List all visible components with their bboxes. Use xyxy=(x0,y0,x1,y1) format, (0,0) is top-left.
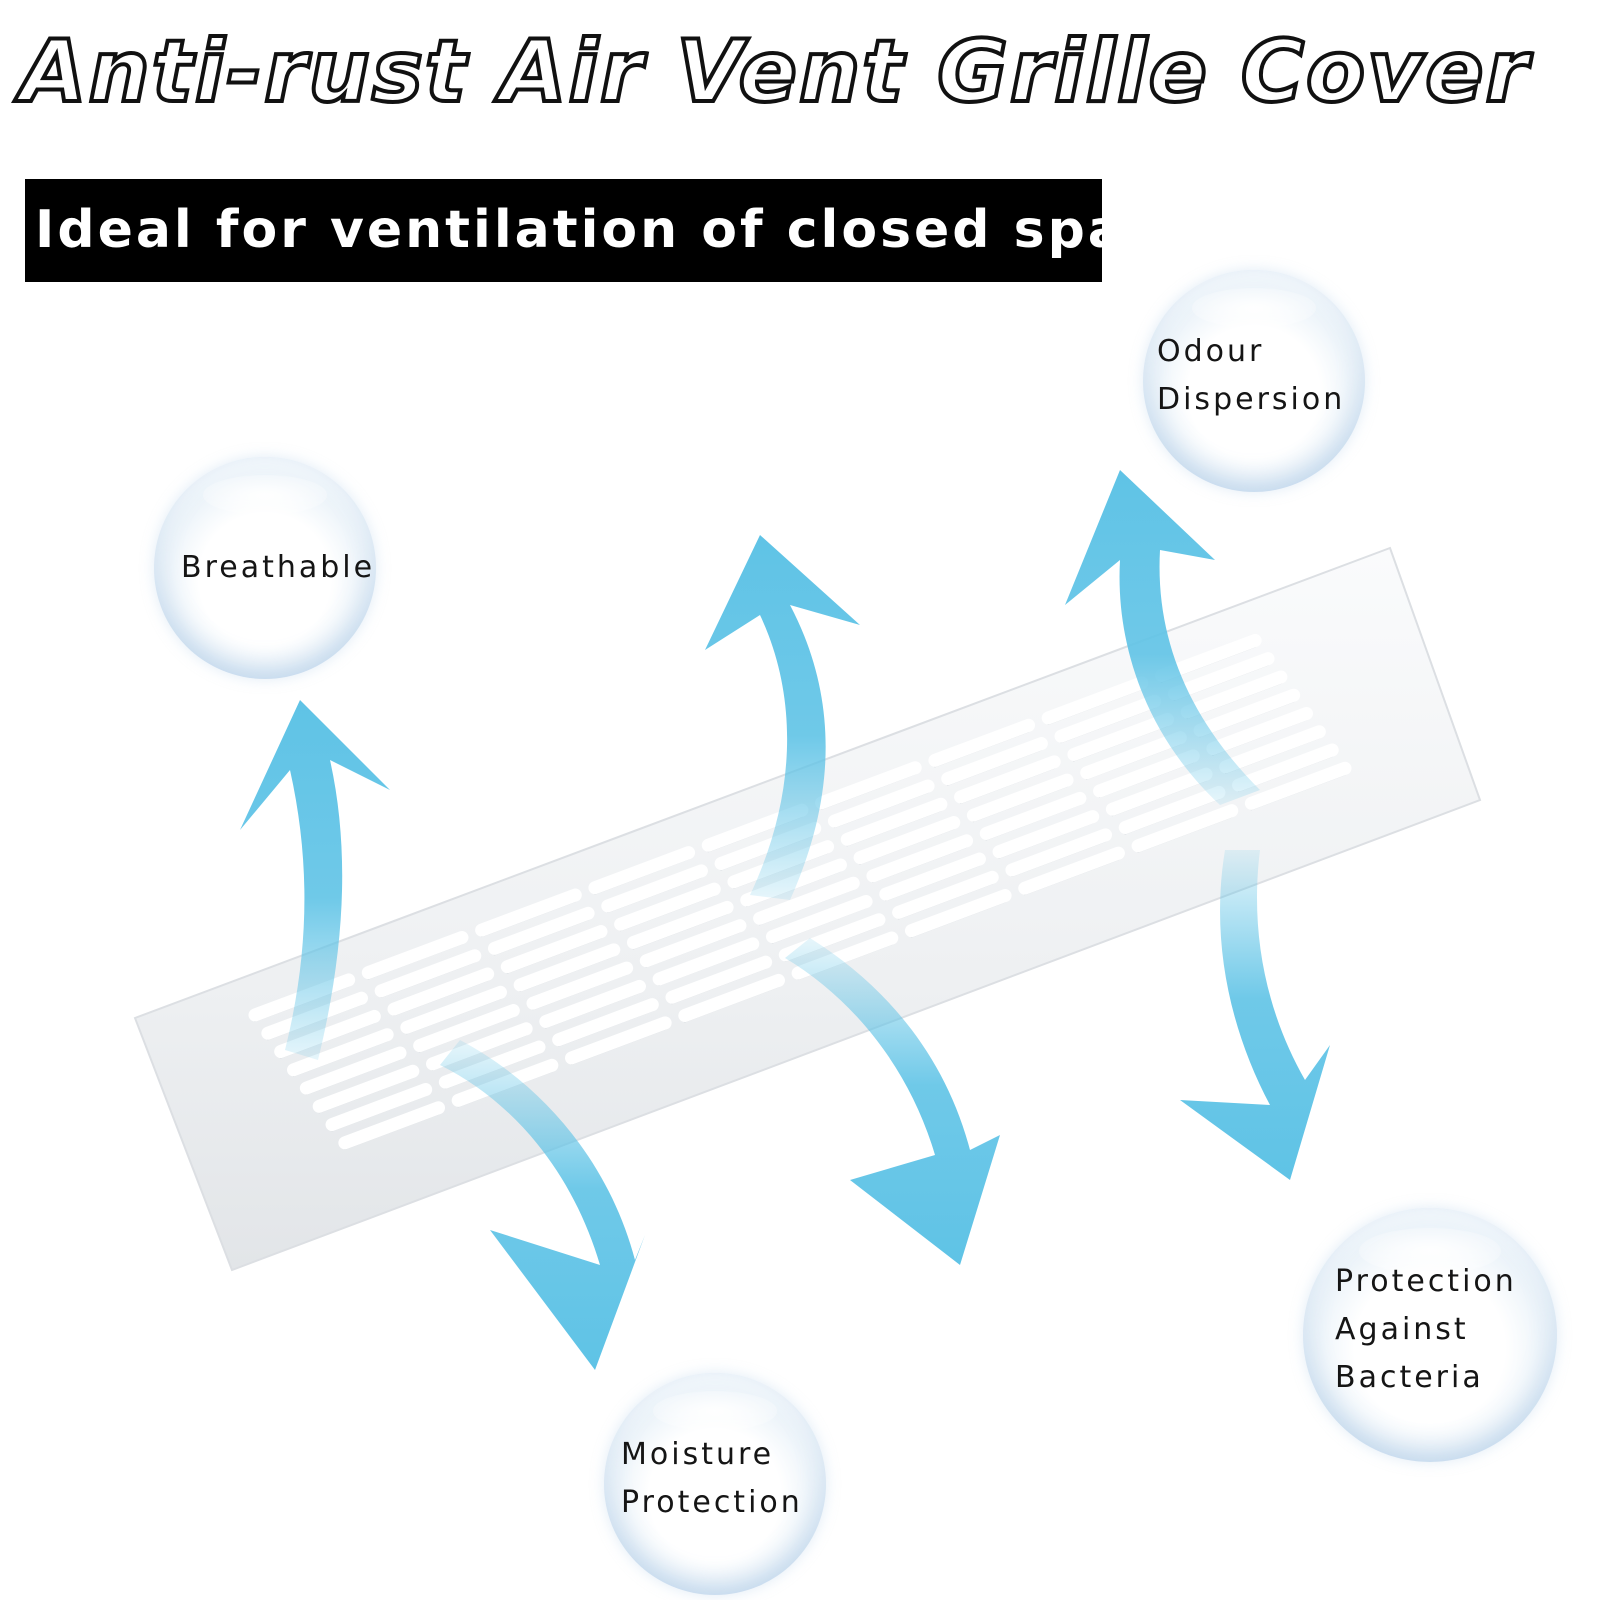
grille-slot xyxy=(1067,712,1175,761)
grille-slot xyxy=(1219,725,1326,774)
feature-bacteria-line1: Protection xyxy=(1335,1264,1517,1299)
feature-moisture: Moisture Protection xyxy=(621,1431,803,1527)
bubble-bacteria xyxy=(1303,1208,1557,1462)
grille-slot xyxy=(413,1004,520,1053)
grille-slot xyxy=(312,1064,420,1113)
grille-slot xyxy=(954,755,1061,804)
product-title: Anti-rust Air Vent Grille Cover xyxy=(18,20,1530,124)
grille-slot xyxy=(840,797,948,846)
grille-slot xyxy=(904,889,1012,938)
grille-slot xyxy=(1118,785,1226,835)
grille-slot xyxy=(753,876,860,925)
grille-slot xyxy=(400,985,507,1034)
grille-slot xyxy=(614,882,721,931)
grille-slot xyxy=(374,949,482,998)
arrow-down-right xyxy=(1180,850,1330,1180)
airflow-arrows xyxy=(240,470,1330,1370)
feature-bacteria-line3: Bacteria xyxy=(1335,1360,1484,1395)
arrow-down-left xyxy=(440,1040,645,1370)
feature-breathable: Breathable xyxy=(181,544,375,592)
grille-slot xyxy=(299,1046,407,1095)
grille-slot xyxy=(601,864,708,913)
grille-slot xyxy=(815,761,922,810)
bubble-breathable xyxy=(154,457,376,679)
grille-slot xyxy=(626,900,734,949)
grille-slot xyxy=(338,1101,446,1150)
grille-slot xyxy=(892,870,999,919)
grille-slot xyxy=(827,779,935,828)
grille-slot xyxy=(678,973,785,1023)
grille-slot xyxy=(1105,767,1213,816)
grille-slot xyxy=(1131,804,1239,853)
feature-moisture-line2: Protection xyxy=(621,1485,803,1520)
feature-bacteria-line2: Against xyxy=(1335,1312,1469,1347)
grille-slot xyxy=(928,718,1036,767)
grille-slot xyxy=(979,791,1087,840)
grille-slot xyxy=(853,816,961,865)
grille-slot xyxy=(513,943,621,992)
grille-slot xyxy=(325,1082,433,1132)
grille-slot xyxy=(1018,846,1125,895)
grille-slot xyxy=(565,1016,672,1065)
grille-slot xyxy=(866,834,974,883)
feature-odour-line2: Dispersion xyxy=(1157,382,1346,417)
grille-slot xyxy=(1232,743,1339,792)
grille-slot xyxy=(652,937,760,986)
feature-breathable-label: Breathable xyxy=(181,550,376,585)
grille-slot xyxy=(487,906,595,955)
feature-odour: Odour Dispersion xyxy=(1157,328,1345,424)
grille-slot xyxy=(879,852,986,901)
grille-slot xyxy=(1180,670,1288,719)
bubble-moisture xyxy=(604,1373,826,1595)
arrow-down-middle xyxy=(785,938,1000,1265)
grille-slot xyxy=(639,919,747,968)
grille-slot xyxy=(287,1028,394,1077)
tagline-banner: Ideal for ventilation of closed spaces xyxy=(25,179,1229,282)
bubble-odour xyxy=(1143,270,1365,492)
grille-slot xyxy=(941,737,1048,786)
grille-slot xyxy=(1206,706,1314,756)
feature-bacteria: Protection Against Bacteria xyxy=(1335,1258,1517,1402)
grille-slot xyxy=(1005,828,1113,877)
feature-moisture-line1: Moisture xyxy=(621,1437,775,1472)
grille-slot xyxy=(665,955,773,1004)
arrow-up-middle xyxy=(705,535,860,900)
grille-slot xyxy=(500,925,608,974)
grille-slot xyxy=(1041,676,1149,725)
grille-slot xyxy=(552,998,659,1047)
grille-slot xyxy=(588,846,696,895)
feature-odour-line1: Odour xyxy=(1157,334,1265,369)
grille-slot xyxy=(966,773,1074,822)
grille-slot xyxy=(1054,694,1162,743)
arrow-up-right xyxy=(1065,470,1260,805)
grille-slot xyxy=(526,961,634,1010)
grille-slot xyxy=(539,979,646,1028)
grille-slot xyxy=(1244,761,1352,810)
grille-slot xyxy=(387,967,495,1016)
grille-slot xyxy=(992,810,1100,859)
grille-slot xyxy=(1093,749,1200,798)
grille-slot xyxy=(1167,652,1275,701)
grille-slot xyxy=(1193,688,1301,737)
grille-slot xyxy=(361,930,469,980)
grille-slot xyxy=(765,894,873,944)
arrow-up-left xyxy=(240,700,390,1060)
grille-slot xyxy=(1080,731,1187,780)
grille-slot xyxy=(475,888,582,937)
